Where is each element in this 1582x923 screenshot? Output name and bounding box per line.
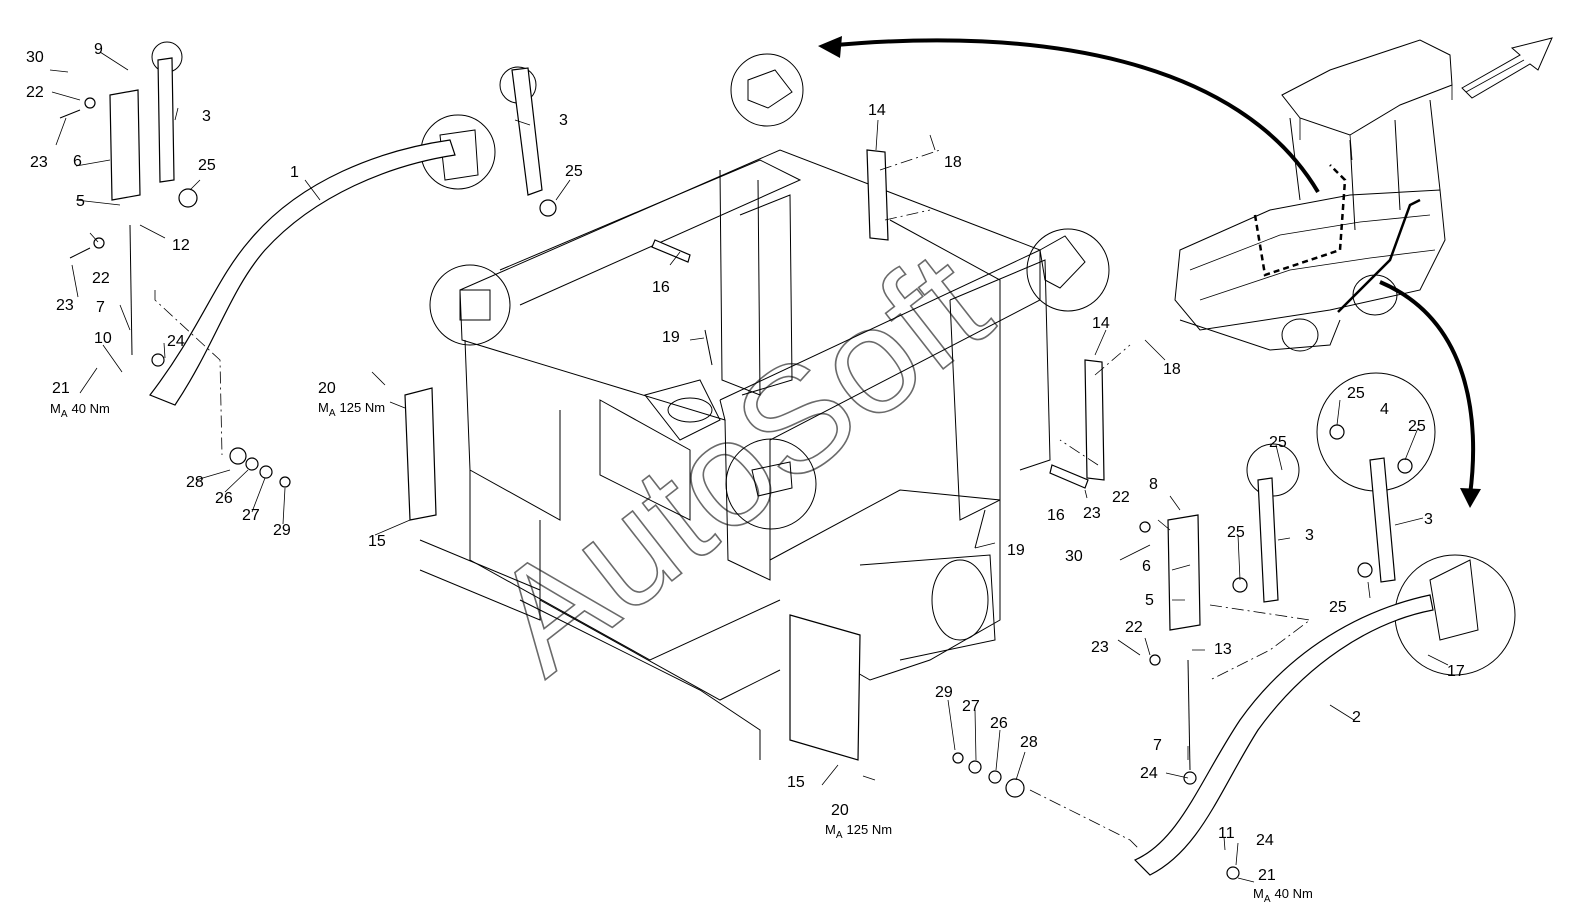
callout-9: 9 [94, 41, 103, 58]
callout-23-right-bottom: 23 [1091, 639, 1109, 656]
callout-22-left-top: 22 [26, 84, 44, 101]
callout-26-left: 26 [215, 490, 233, 507]
callout-6-right: 6 [1142, 558, 1151, 575]
callout-10: 10 [94, 330, 112, 347]
callout-23-left-top: 23 [30, 154, 48, 171]
callout-22-right-bottom: 22 [1125, 619, 1143, 636]
callout-20-left: 20 [318, 380, 336, 397]
arm-right [1133, 594, 1434, 876]
callout-3-mid: 3 [559, 112, 568, 129]
left-assembly [59, 57, 557, 488]
cylinder-far-right [1369, 457, 1396, 583]
callout-23-right-top: 23 [1083, 505, 1101, 522]
bracket-right [1167, 514, 1201, 631]
machine-overview-illustration [1174, 37, 1553, 352]
callout-3-right: 3 [1305, 527, 1314, 544]
callout-19-right: 19 [1007, 542, 1025, 559]
detail-circle-c-left [429, 264, 511, 346]
callout-15-left: 15 [368, 533, 386, 550]
callout-25-mid: 25 [565, 163, 583, 180]
callout-19-left: 19 [662, 329, 680, 346]
plate-14-right [1084, 359, 1105, 481]
callout-25-a-right: 25 [1408, 418, 1426, 435]
callout-28-left: 28 [186, 474, 204, 491]
callout-30-left: 30 [26, 49, 44, 66]
callout-24-right-mid: 24 [1140, 765, 1158, 782]
callout-25-right-b: 25 [1269, 434, 1287, 451]
callout-18-right: 18 [1163, 361, 1181, 378]
right-assembly [952, 424, 1434, 880]
callout-5-right: 5 [1145, 592, 1154, 609]
callout-17: 17 [1447, 663, 1465, 680]
callout-5-left: 5 [76, 193, 85, 210]
callout-26-right: 26 [990, 715, 1008, 732]
callout-16-right: 16 [1047, 507, 1065, 524]
cylinder-left [157, 57, 175, 183]
plate-14-top [866, 149, 889, 241]
svg-text:AutoSoft: AutoSoft [461, 219, 1018, 706]
callout-25-right-a: 25 [1227, 524, 1245, 541]
callout-1: 1 [290, 164, 299, 181]
callout-8: 8 [1149, 476, 1158, 493]
callout-13: 13 [1214, 641, 1232, 658]
detail-circle-a-top [730, 53, 804, 127]
part-callouts: 30 9 22 3 23 6 25 5 1 12 22 23 7 10 24 2… [26, 41, 1465, 884]
center-parts [404, 149, 1131, 761]
callout-29-right: 29 [935, 684, 953, 701]
callout-12: 12 [172, 237, 190, 254]
callout-27-right: 27 [962, 698, 980, 715]
callout-15-bottom: 15 [787, 774, 805, 791]
detail-circle-a-right [1026, 228, 1110, 312]
callout-6-left: 6 [73, 153, 82, 170]
callout-22-right-top: 22 [1112, 489, 1130, 506]
callout-14-right: 14 [1092, 315, 1110, 332]
watermark: AutoSoft [460, 218, 1018, 706]
callout-7-left: 7 [96, 299, 105, 316]
callout-29-left: 29 [273, 522, 291, 539]
cylinder-mid [511, 67, 543, 196]
cylinder-right [1257, 477, 1279, 603]
callout-11: 11 [1218, 825, 1235, 842]
pointer-arrows [818, 36, 1481, 508]
detail-circle-c-center [725, 438, 817, 530]
plate-15-bottom [789, 614, 861, 761]
callout-27-left: 27 [242, 507, 260, 524]
callout-4: 4 [1380, 401, 1389, 418]
callout-20-bottom: 20 [831, 802, 849, 819]
callout-14-top: 14 [868, 102, 886, 119]
callout-3-far-right: 3 [1424, 511, 1433, 528]
leader-lines: A A A A B B C C C C [49, 51, 1449, 883]
callout-25-left: 25 [198, 157, 216, 174]
pin-16-left [651, 239, 691, 263]
callout-7-right: 7 [1153, 737, 1162, 754]
arm-left [149, 139, 456, 406]
pin-16-right [1049, 464, 1089, 489]
main-frame [419, 149, 1051, 760]
callout-21-left: 21 [52, 380, 70, 397]
callout-28-right: 28 [1020, 734, 1038, 751]
callout-18-top: 18 [944, 154, 962, 171]
bracket-left [109, 89, 141, 201]
callout-16-left: 16 [652, 279, 670, 296]
callout-25-a-left: 25 [1347, 385, 1365, 402]
callout-24-left: 24 [167, 333, 185, 350]
callout-25-far-right: 25 [1329, 599, 1347, 616]
callout-23-left-bottom: 23 [56, 297, 74, 314]
callout-30-right: 30 [1065, 548, 1083, 565]
callout-3-left: 3 [202, 108, 211, 125]
callout-22-left-bottom: 22 [92, 270, 110, 287]
callout-21-right: 21 [1258, 867, 1276, 884]
callout-24-right-bottom: 24 [1256, 832, 1274, 849]
plate-15-left [404, 387, 437, 521]
callout-2: 2 [1352, 709, 1361, 726]
